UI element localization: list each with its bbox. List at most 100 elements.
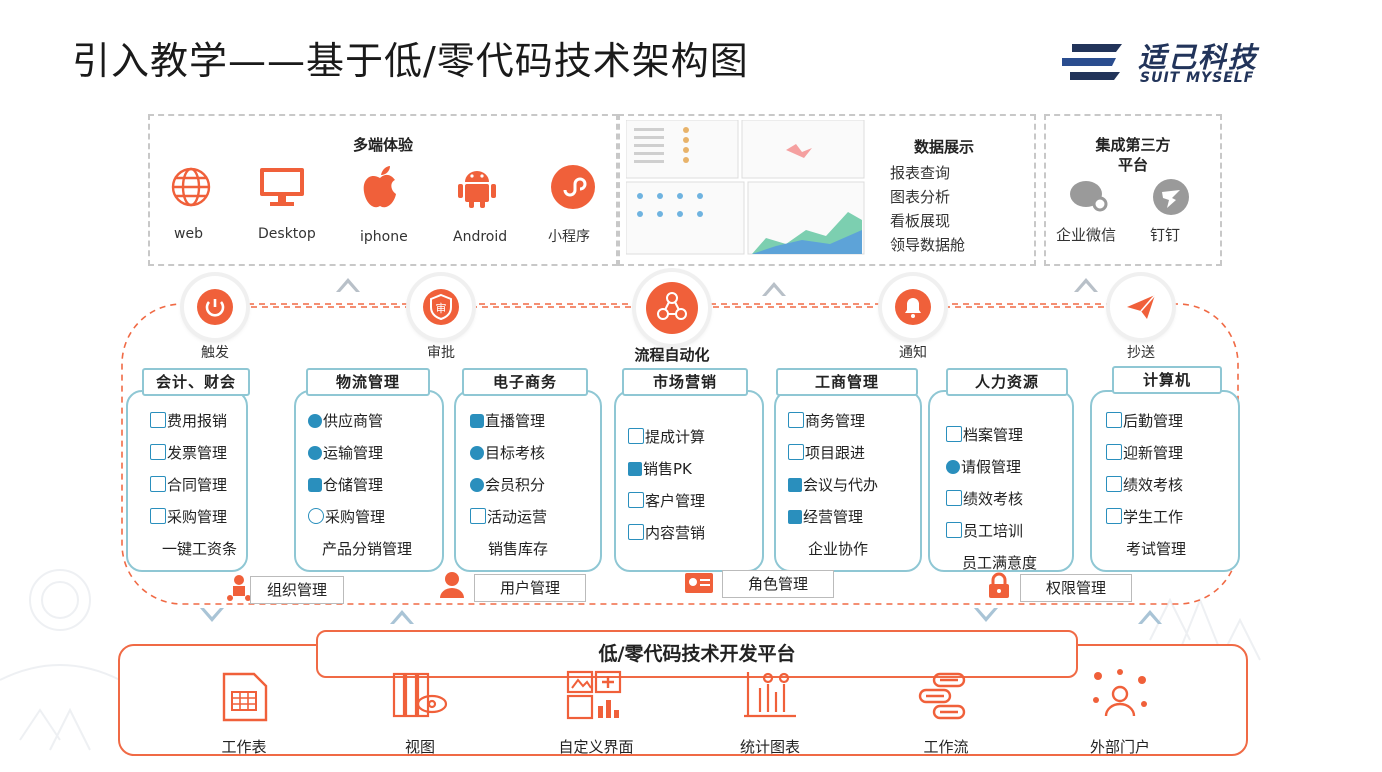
role-icon bbox=[685, 573, 713, 593]
view-icon bbox=[392, 672, 448, 718]
sheet-icon bbox=[222, 672, 268, 722]
operation-icon bbox=[788, 510, 802, 524]
points-icon bbox=[470, 478, 484, 492]
platform-label-android: Android bbox=[453, 229, 508, 245]
lock-icon bbox=[989, 572, 1009, 598]
chevron-down-icon bbox=[200, 608, 224, 622]
target-icon bbox=[470, 446, 484, 460]
platform-label-mini-program: 小程序 bbox=[548, 229, 590, 245]
globe-icon bbox=[171, 167, 211, 207]
chevron-up-icon bbox=[1074, 278, 1098, 292]
integration-title: 集成第三方 bbox=[1095, 136, 1171, 154]
module-item: 提成计算 bbox=[628, 426, 705, 447]
module-item: 一键工资条 bbox=[162, 540, 238, 558]
module-item: 学生工作 bbox=[1106, 506, 1183, 527]
dashboard-screenshot bbox=[626, 120, 865, 255]
procure-icon bbox=[308, 508, 324, 524]
customer-icon bbox=[628, 492, 644, 508]
module-title: 物流管理 bbox=[306, 368, 430, 396]
module-item: 绩效考核 bbox=[946, 488, 1023, 509]
chevron-down-icon bbox=[974, 608, 998, 622]
module-item: 运输管理 bbox=[308, 442, 383, 463]
data-display-box: 数据展示 报表查询 图表分析 看板展现 领导数据舱 bbox=[618, 114, 1036, 266]
data-display-item: 报表查询 bbox=[890, 164, 951, 182]
receipt-icon bbox=[150, 444, 166, 460]
data-display-item: 领导数据舱 bbox=[890, 236, 966, 254]
dingtalk-icon bbox=[1153, 179, 1189, 215]
power-icon bbox=[197, 289, 233, 325]
module-item: 采购管理 bbox=[308, 506, 385, 527]
module-item: 销售库存 bbox=[488, 540, 549, 558]
mini-program-icon bbox=[551, 165, 595, 209]
mgmt-box-permission: 权限管理 bbox=[1020, 574, 1132, 602]
kpi-icon bbox=[946, 490, 962, 506]
module-item: 员工满意度 bbox=[962, 554, 1038, 572]
data-display-title: 数据展示 bbox=[914, 138, 975, 156]
user-icon bbox=[440, 572, 464, 598]
trigger-circle: 审 bbox=[410, 276, 472, 338]
data-display-item: 图表分析 bbox=[890, 188, 951, 206]
chevron-up-icon bbox=[1138, 610, 1162, 624]
welcome-icon bbox=[1106, 444, 1122, 460]
mgmt-box-user: 用户管理 bbox=[474, 574, 586, 602]
module-item: 客户管理 bbox=[628, 490, 705, 511]
integration-title-line2: 平台 bbox=[1117, 156, 1148, 174]
module-item: 供应商管 bbox=[308, 410, 383, 431]
platform-label: 工作流 bbox=[923, 738, 969, 756]
archive-icon bbox=[946, 426, 962, 442]
training-icon bbox=[946, 522, 962, 538]
trigger-circle bbox=[882, 276, 944, 338]
platform-label-web: web bbox=[174, 226, 203, 242]
module-item: 发票管理 bbox=[150, 442, 227, 463]
platform-label: 统计图表 bbox=[739, 738, 800, 756]
module-item: 考试管理 bbox=[1126, 540, 1187, 558]
module-item: 后勤管理 bbox=[1106, 410, 1183, 431]
integration-item-wecom: 企业微信 bbox=[1056, 226, 1117, 244]
module-card-hr bbox=[928, 390, 1074, 572]
platform-label-desktop: Desktop bbox=[258, 226, 316, 242]
student-icon bbox=[1106, 508, 1122, 524]
business-icon bbox=[788, 412, 804, 428]
chevron-up-icon bbox=[390, 610, 414, 624]
pk-icon bbox=[628, 462, 642, 476]
platform-label-iphone: iphone bbox=[360, 229, 408, 245]
integration-item-dingtalk: 钉钉 bbox=[1150, 226, 1181, 244]
logistics-icon bbox=[1106, 412, 1122, 428]
company-logo: 适己科技 SUIT MYSELF bbox=[1058, 34, 1288, 90]
module-item: 合同管理 bbox=[150, 474, 227, 495]
mgmt-box-org: 组织管理 bbox=[250, 576, 344, 604]
chevron-up-icon bbox=[336, 278, 360, 292]
svg-text:审: 审 bbox=[436, 301, 447, 315]
logo-name: 适己科技 bbox=[1138, 41, 1259, 74]
module-item: 采购管理 bbox=[150, 506, 227, 527]
portal-icon bbox=[1093, 669, 1147, 717]
platform-label: 工作表 bbox=[221, 738, 267, 756]
logo-mark-icon bbox=[1062, 44, 1122, 80]
data-display-item: 看板展现 bbox=[890, 212, 951, 230]
custom-ui-icon bbox=[566, 670, 622, 720]
bell-icon bbox=[895, 289, 931, 325]
module-item: 经营管理 bbox=[788, 506, 863, 527]
wecom-icon bbox=[1070, 181, 1108, 212]
module-title: 会计、财会 bbox=[142, 368, 250, 396]
supplier-icon bbox=[308, 414, 322, 428]
workflow-icon bbox=[646, 282, 698, 334]
live-icon bbox=[470, 414, 484, 428]
workflow-chain-icon bbox=[918, 672, 966, 720]
platform-label: 视图 bbox=[404, 738, 435, 756]
module-item: 项目跟进 bbox=[788, 442, 865, 463]
monitor-icon bbox=[260, 168, 304, 206]
multi-end-title: 多端体验 bbox=[352, 136, 413, 154]
logo-subtitle: SUIT MYSELF bbox=[1140, 70, 1255, 86]
module-item: 企业协作 bbox=[808, 540, 869, 558]
module-item: 费用报销 bbox=[150, 410, 227, 431]
module-item: 商务管理 bbox=[788, 410, 865, 431]
commission-icon bbox=[628, 428, 644, 444]
invoice-icon bbox=[150, 412, 166, 428]
trigger-label-main: 流程自动化 bbox=[634, 346, 710, 364]
module-item: 直播管理 bbox=[470, 410, 545, 431]
send-icon bbox=[1123, 289, 1159, 325]
chevron-up-icon bbox=[762, 282, 786, 296]
trigger-label: 审批 bbox=[427, 345, 455, 361]
warehouse-icon bbox=[308, 478, 322, 492]
